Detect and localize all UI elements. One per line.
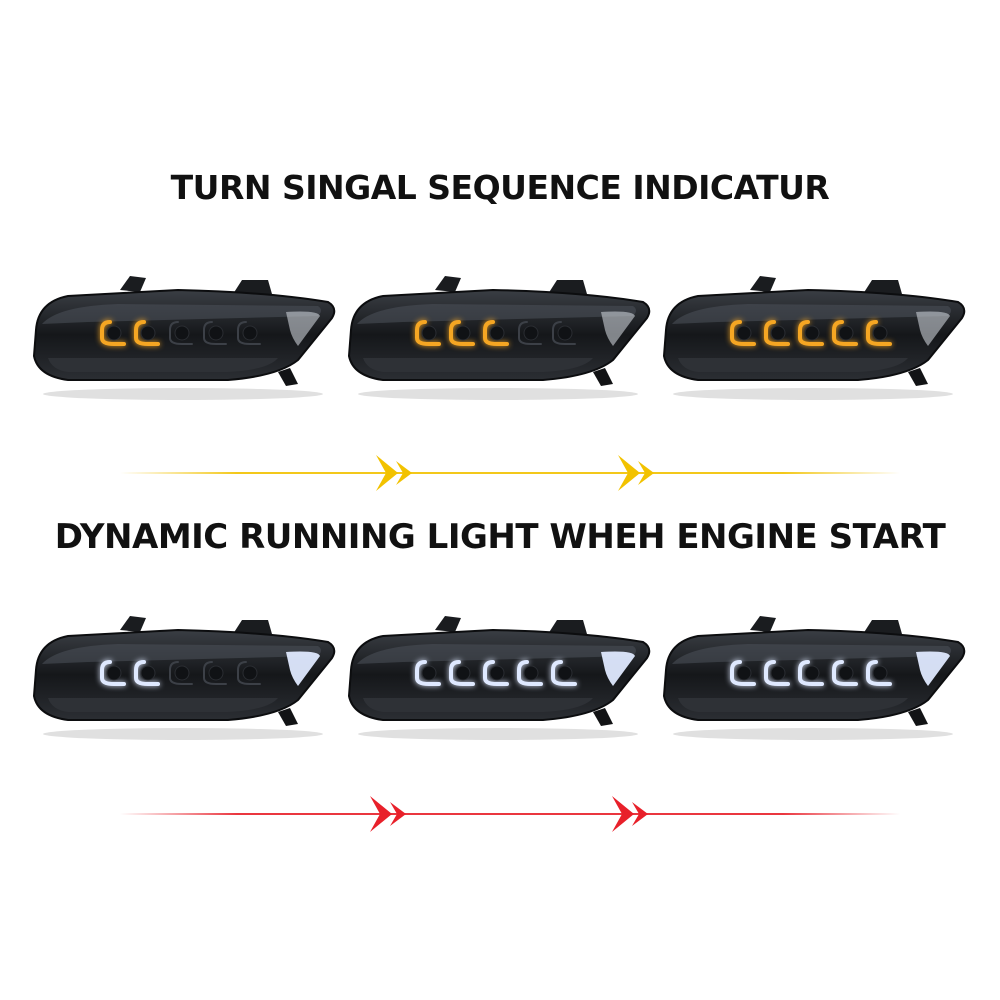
- running-light-heading: DYNAMIC RUNNING LIGHT WHEH ENGINE START: [54, 517, 946, 557]
- headlight-turn-frame-3: [658, 272, 968, 402]
- headlight-drl-frame-2: [343, 612, 653, 742]
- chevron-right-icon: [370, 796, 648, 832]
- sequence-arrow-red: [120, 794, 900, 834]
- turn-signal-heading: TURN SINGAL SEQUENCE INDICATUR: [170, 168, 830, 207]
- headlight-drl-frame-3: [658, 612, 968, 742]
- sequence-arrow-yellow: [120, 453, 900, 493]
- chevron-right-icon: [376, 455, 654, 491]
- headlight-turn-frame-1: [28, 272, 338, 402]
- headlight-turn-frame-2: [343, 272, 653, 402]
- headlight-drl-frame-1: [28, 612, 338, 742]
